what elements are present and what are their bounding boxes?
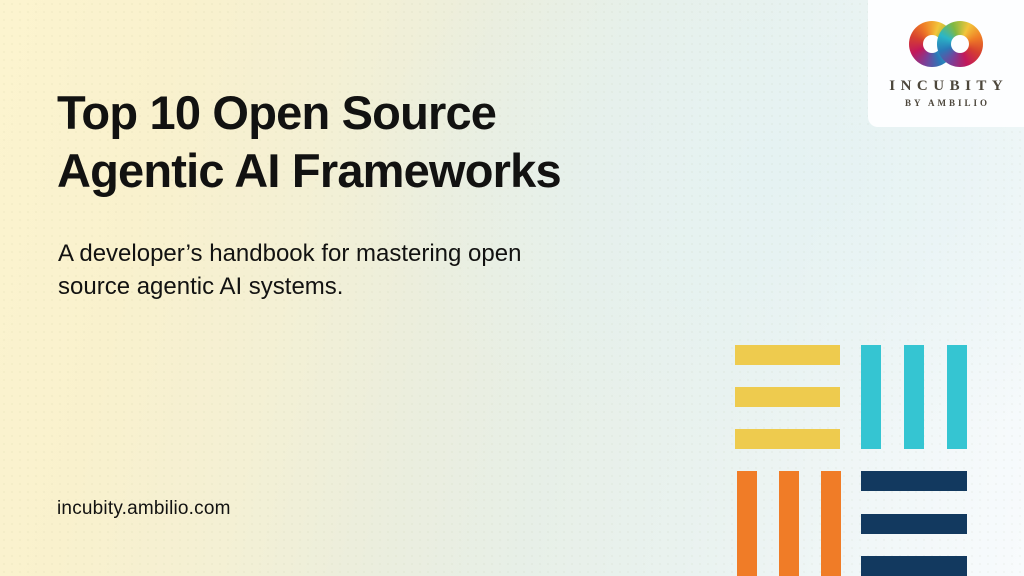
infinity-icon <box>909 21 983 67</box>
yellow-bar <box>735 429 840 449</box>
subtitle-line-1: A developer’s handbook for mastering ope… <box>58 240 522 267</box>
teal-bar <box>947 345 967 449</box>
title-line-2: Agentic AI Frameworks <box>57 144 562 197</box>
pattern-orange-bars <box>737 471 841 576</box>
pattern-teal-bars <box>861 345 967 449</box>
subtitle: A developer’s handbook for mastering ope… <box>58 237 521 303</box>
yellow-bar <box>735 345 840 365</box>
logo-tagline: BY AMBILIO <box>905 98 990 108</box>
orange-bar <box>779 471 799 576</box>
logo-brand-name: INCUBITY <box>889 78 1009 94</box>
navy-bar <box>861 556 967 576</box>
teal-bar <box>904 345 924 449</box>
orange-bar <box>821 471 841 576</box>
subtitle-line-2: source agentic AI systems. <box>58 273 344 300</box>
yellow-bar <box>735 387 840 407</box>
pattern-navy-bars <box>861 471 967 576</box>
orange-bar <box>737 471 757 576</box>
title-line-1: Top 10 Open Source <box>57 86 497 139</box>
navy-bar <box>861 513 967 534</box>
navy-bar <box>861 471 967 491</box>
page-title: Top 10 Open Source Agentic AI Frameworks <box>57 84 562 200</box>
pattern-yellow-bars <box>735 345 840 449</box>
bar-pattern <box>735 345 967 576</box>
website-url: incubity.ambilio.com <box>57 498 231 519</box>
infinity-ring-right <box>937 21 983 67</box>
incubity-logo-card: INCUBITY BY AMBILIO <box>868 0 1024 127</box>
teal-bar <box>861 345 881 449</box>
